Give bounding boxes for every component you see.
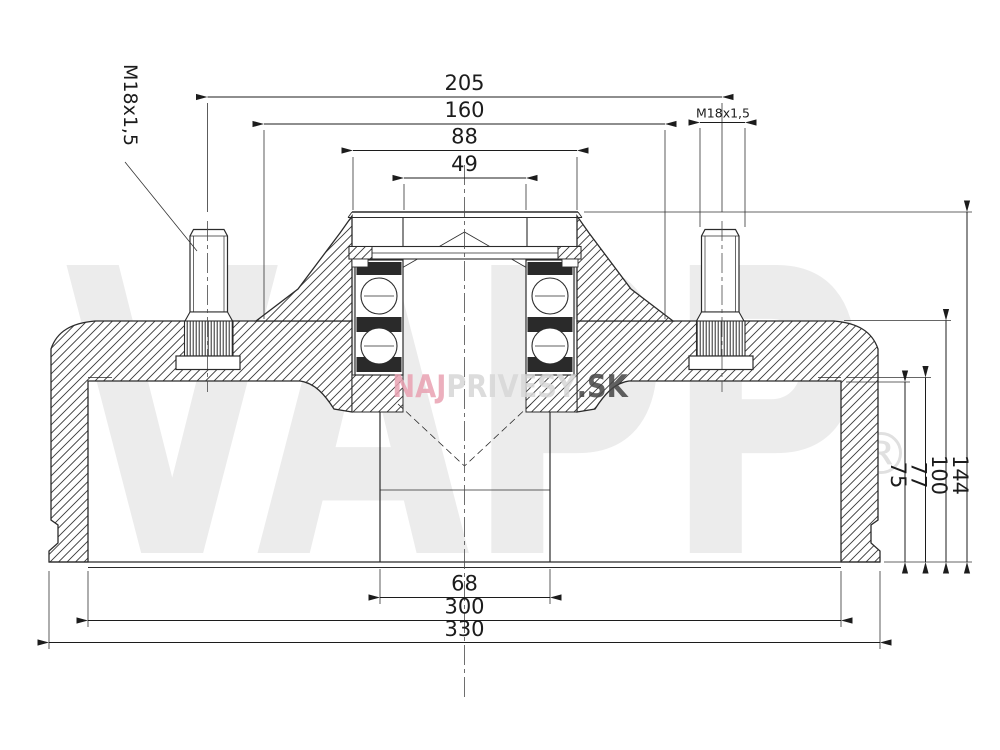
stud-knurl [695, 320, 746, 357]
dim-75: 75 [886, 462, 910, 489]
dim-205: 205 [444, 71, 484, 95]
thread-label-right: M18x1,5 [696, 106, 750, 121]
hub-flank-left [254, 213, 353, 322]
dim-88: 88 [451, 125, 478, 149]
stud-head [688, 355, 754, 371]
hidden-bore-chevron [397, 403, 532, 467]
dim-68: 68 [451, 572, 478, 596]
dim-77: 77 [907, 462, 931, 489]
stud-head [175, 355, 241, 371]
thread-leader-line [124, 161, 198, 252]
bearing-retainer-washer [348, 245, 582, 268]
site-watermark-mid: PRIVESY [446, 368, 577, 404]
dimension-lines [37, 93, 971, 646]
bearing-left [354, 259, 404, 376]
stud-thread-shank [189, 228, 229, 313]
site-watermark: NAJPRIVESY.SK [392, 368, 629, 404]
dim-330: 330 [444, 617, 484, 641]
dimensions: 205 160 88 49 M18x1,5 144 100 77 75 68 3… [37, 64, 972, 649]
wheel-bearings [348, 245, 582, 376]
dim-300: 300 [444, 595, 484, 619]
thread-label-left: M18x1,5 [119, 64, 141, 146]
stud-knurl [183, 320, 234, 357]
dim-144: 144 [948, 455, 972, 495]
wheel-stud-left [175, 228, 241, 371]
wheel-stud-right [688, 228, 754, 371]
site-watermark-suffix: .SK [577, 368, 629, 404]
stud-thread-shank [700, 228, 740, 313]
dim-100: 100 [927, 455, 951, 495]
dim-160: 160 [444, 98, 484, 122]
dim-49: 49 [451, 152, 478, 176]
bearing-right [525, 259, 575, 376]
site-watermark-prefix: NAJ [392, 368, 446, 404]
wheel-studs [175, 228, 754, 371]
hub-flank-right [576, 213, 675, 322]
centerlines [207, 165, 723, 700]
